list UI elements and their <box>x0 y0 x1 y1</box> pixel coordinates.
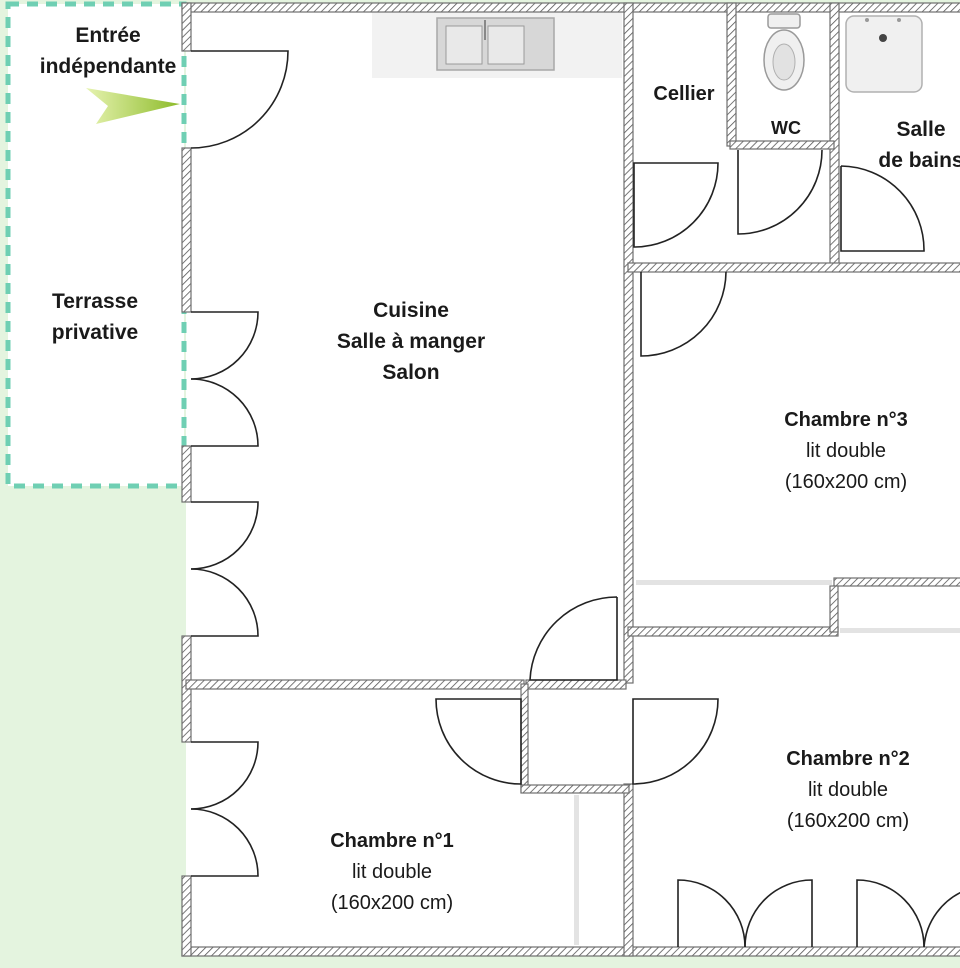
bedroom2-label: Chambre n°2 lit double (160x200 cm) <box>748 744 948 837</box>
bedroom2-size: (160x200 cm) <box>786 810 910 832</box>
terrace-label-line2: privative <box>51 321 139 344</box>
bedroom3-name: Chambre n°3 <box>784 409 908 431</box>
living-room-label-line3: Salon <box>382 361 440 384</box>
entrance-label-line1: Entrée <box>75 24 141 47</box>
bedroom3-label: Chambre n°3 lit double (160x200 cm) <box>746 405 946 498</box>
storage-label: Cellier <box>636 79 732 110</box>
living-room-label-line2: Salle à manger <box>336 330 486 353</box>
storage-label-name: Cellier <box>653 83 715 105</box>
bedroom1-size: (160x200 cm) <box>330 892 454 914</box>
entry-arrow-icon <box>86 88 180 124</box>
terrace-zone <box>5 1 187 489</box>
sink-icon <box>372 12 622 78</box>
walls <box>181 2 960 957</box>
doors <box>190 50 960 948</box>
bedroom1-name: Chambre n°1 <box>330 830 454 852</box>
bathroom-label: Salle de bains <box>858 114 960 176</box>
entrance-label-line2: indépendante <box>39 55 177 78</box>
bedroom3-size: (160x200 cm) <box>784 471 908 493</box>
shower-icon <box>845 15 923 93</box>
living-room-label-line1: Cuisine <box>373 299 449 322</box>
wc-label: WC <box>744 113 828 144</box>
wc-label-name: WC <box>771 118 801 138</box>
living-room-label: Cuisine Salle à manger Salon <box>300 295 522 388</box>
partition <box>636 580 832 585</box>
partition <box>840 628 960 633</box>
partition <box>574 795 579 945</box>
bedroom2-name: Chambre n°2 <box>786 748 910 770</box>
bedroom1-label: Chambre n°1 lit double (160x200 cm) <box>292 826 492 919</box>
terrace-label: Terrasse privative <box>0 286 190 348</box>
toilet-icon <box>763 13 805 91</box>
bathroom-label-line1: Salle <box>896 118 946 141</box>
bedroom1-bed: lit double <box>351 861 433 883</box>
bathroom-label-line2: de bains <box>878 149 960 172</box>
bedroom3-bed: lit double <box>805 440 887 462</box>
entrance-label: Entrée indépendante <box>8 20 208 82</box>
terrace-label-line1: Terrasse <box>51 290 138 313</box>
bedroom2-bed: lit double <box>807 779 889 801</box>
